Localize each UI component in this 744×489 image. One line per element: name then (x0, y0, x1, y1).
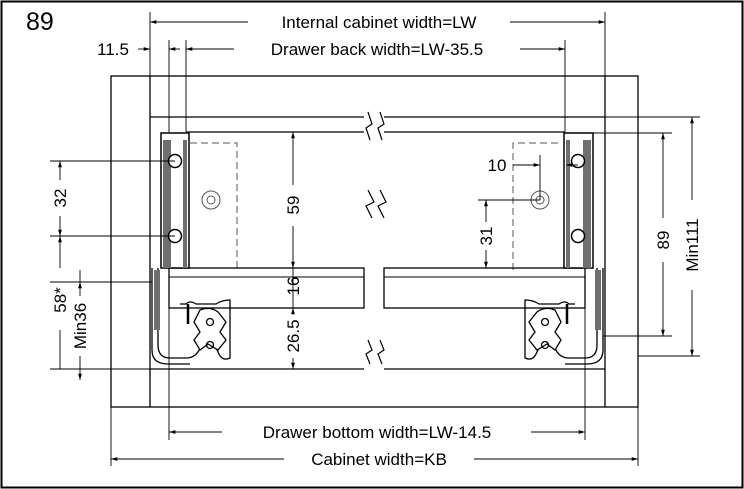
dowel-icon (201, 190, 221, 210)
figure-number: 89 (26, 8, 54, 36)
side-offset-label: 11.5 (97, 40, 129, 59)
dimension-lines (50, 12, 700, 466)
runner-extrusion-icon (528, 307, 562, 351)
left-side-bracket (160, 132, 221, 269)
min36-label: Min36 (71, 303, 90, 349)
break-symbol (365, 111, 387, 365)
internal-cabinet-width-label: Internal cabinet width=LW (282, 13, 477, 32)
left-runner-profile (151, 268, 231, 365)
hole-height-31-label: 31 (477, 227, 496, 246)
right-runner-profile (524, 268, 604, 365)
hole-offset-10-label: 10 (488, 156, 507, 175)
cabinet-width-label: Cabinet width=KB (311, 450, 447, 469)
cabinet-outline (110, 75, 639, 408)
min-depth-58-label: 58* (51, 287, 70, 313)
back-height-59-label: 59 (284, 196, 303, 215)
hidden-outline (190, 142, 558, 270)
runner-height-26-5-label: 26.5 (284, 319, 303, 352)
min111-label: Min111 (683, 218, 702, 271)
right-side-bracket (530, 132, 594, 269)
drawer-bottom-width-label: Drawer bottom width=LW-14.5 (263, 423, 492, 442)
mounting-hole-icon (570, 153, 586, 169)
mounting-hole-icon (570, 228, 586, 244)
drawer-bottom-panel (168, 267, 586, 309)
hole-spacing-32-label: 32 (51, 189, 70, 208)
drawer-back-width-label: Drawer back width=LW-35.5 (271, 40, 483, 59)
bottom-thickness-16-label: 16 (284, 277, 303, 296)
total-height-89-label: 89 (654, 231, 673, 250)
runner-extrusion-icon (193, 307, 227, 351)
